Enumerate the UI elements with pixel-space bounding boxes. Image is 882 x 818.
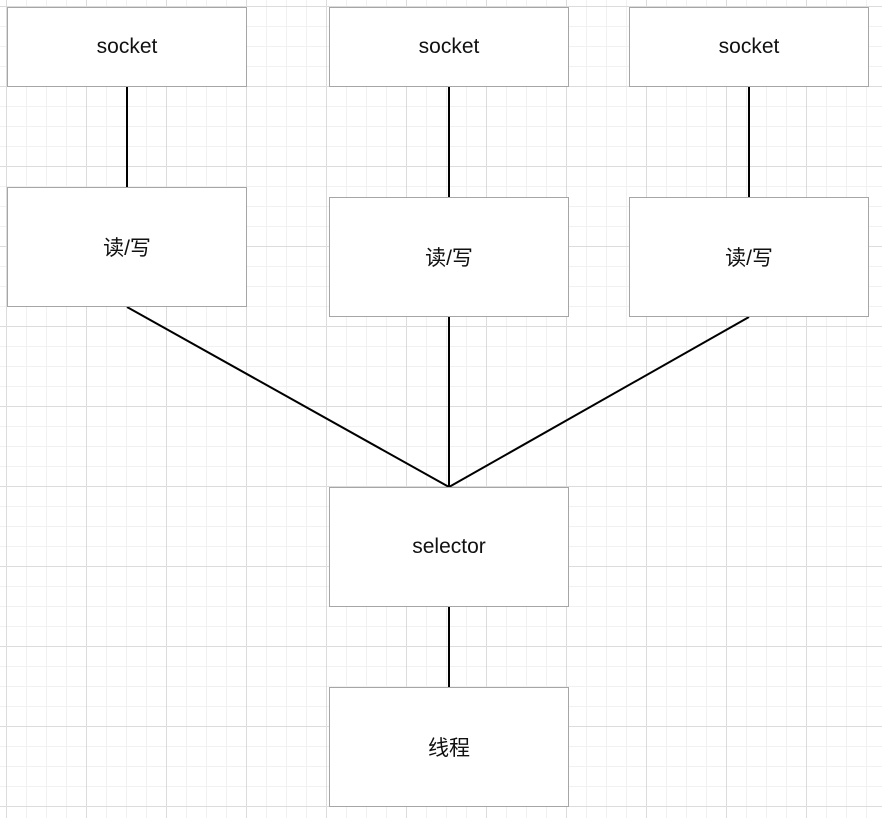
read-write-node-3: 读/写 xyxy=(629,197,869,317)
read-write-node-2: 读/写 xyxy=(329,197,569,317)
thread-node: 线程 xyxy=(329,687,569,807)
selector-node: selector xyxy=(329,487,569,607)
socket-node-3: socket xyxy=(629,7,869,87)
socket-node-1: socket xyxy=(7,7,247,87)
edge-rw-1-selector xyxy=(126,306,450,488)
read-write-node-1: 读/写 xyxy=(7,187,247,307)
socket-node-2: socket xyxy=(329,7,569,87)
edge-rw-3-selector xyxy=(448,316,750,488)
